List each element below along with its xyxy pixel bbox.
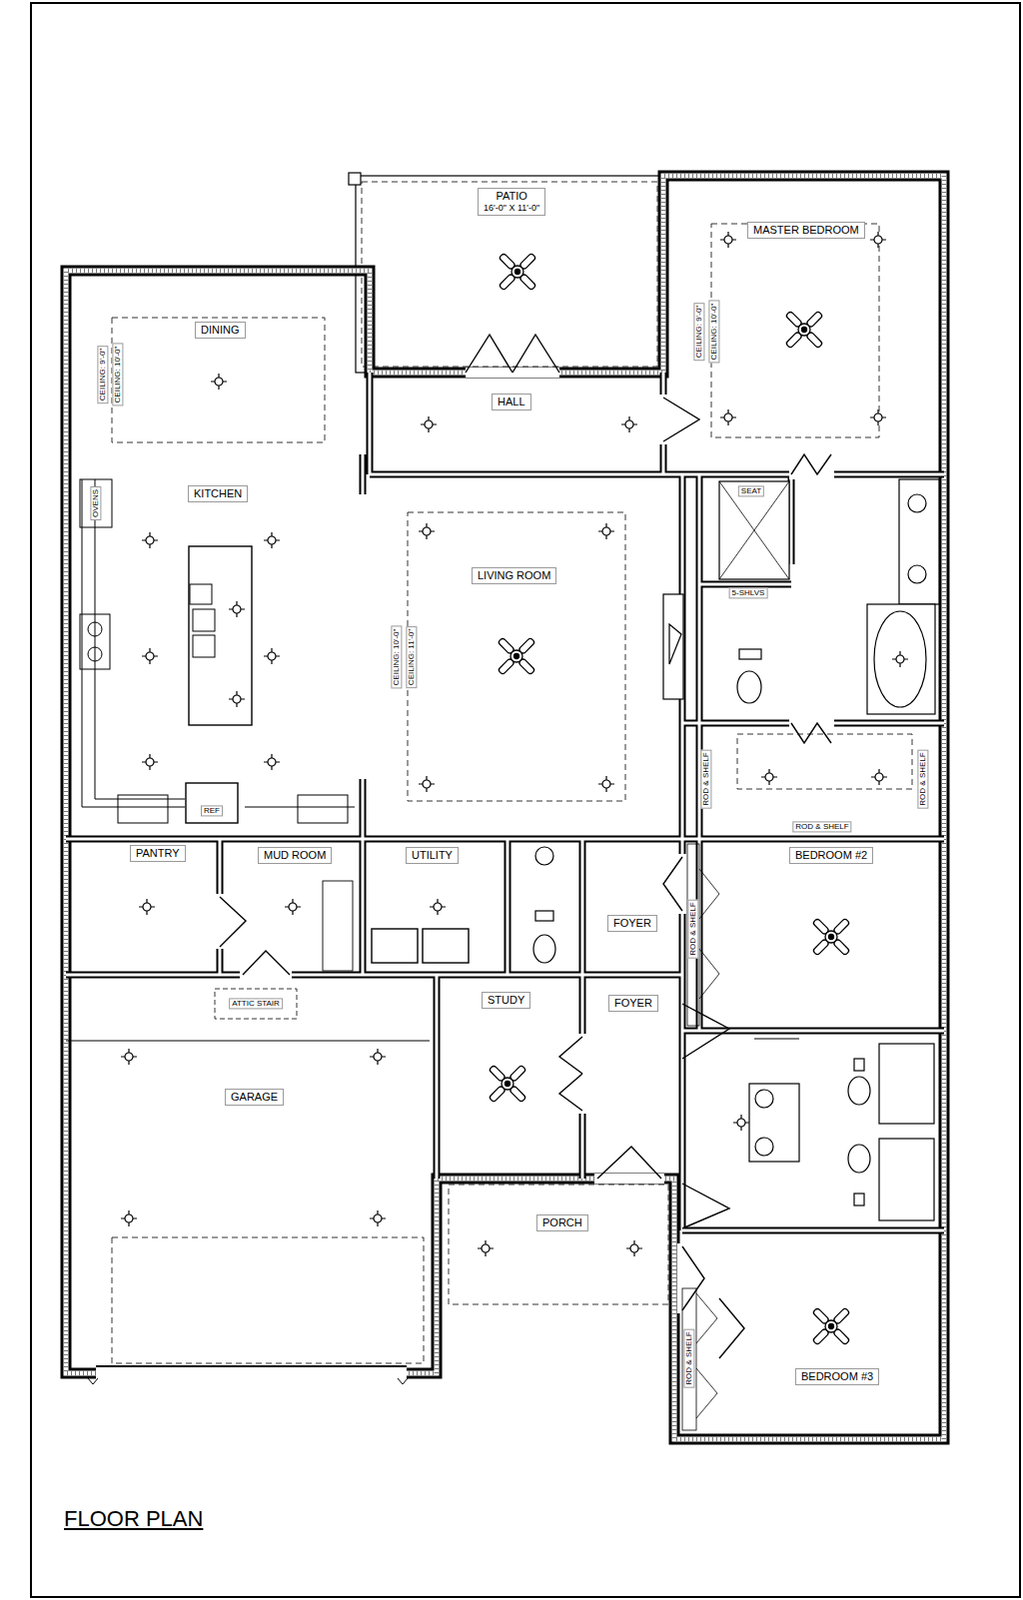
room-name: DINING (200, 323, 240, 337)
room-name: MASTER BEDROOM (753, 223, 860, 237)
room-label: PANTRY (129, 845, 186, 863)
room-label: STUDY (481, 992, 531, 1010)
appliance-label: REF (200, 805, 223, 817)
room-label: PATIO16'-0" X 11'-0" (477, 187, 546, 216)
room-label: KITCHEN (187, 485, 248, 503)
appliance-label: OVENS (89, 486, 101, 521)
drawing-title: FLOOR PLAN (63, 1506, 203, 1532)
closet-label: ROD & SHELF (917, 749, 929, 809)
room-name: FOYER (613, 917, 652, 931)
room-label: LIVING ROOM (471, 567, 557, 585)
ceiling-note: CEILING: 10'-0" (708, 300, 720, 364)
room-name: UTILITY (411, 849, 453, 863)
room-name: PORCH (542, 1216, 583, 1230)
room-label: HALL (491, 393, 532, 411)
room-label: PORCH (536, 1214, 589, 1232)
room-name: PANTRY (135, 847, 180, 861)
room-name: PATIO (483, 189, 540, 203)
room-label: FOYER (608, 995, 659, 1013)
room-label: UTILITY (405, 847, 459, 865)
room-name: BEDROOM #2 (795, 849, 868, 863)
closet-label: ROD & SHELF (700, 749, 712, 809)
room-label: BEDROOM #3 (795, 1368, 880, 1386)
room-label: MUD ROOM (257, 847, 332, 865)
closet-label: ROD & SHELF (683, 1328, 695, 1388)
room-label: BEDROOM #2 (789, 847, 874, 865)
room-label: DINING (194, 321, 246, 339)
ceiling-note: CEILING: 10'-0" (111, 343, 123, 407)
room-name: HALL (497, 395, 526, 409)
shelf-label: 5-SHLVS (729, 587, 769, 599)
ceiling-note: CEILING: 9'-0" (96, 345, 108, 404)
fixture-label: SEAT (738, 485, 765, 497)
room-name: BEDROOM #3 (801, 1370, 874, 1384)
room-name: STUDY (487, 994, 525, 1008)
room-label: MASTER BEDROOM (747, 221, 866, 239)
room-label: GARAGE (224, 1088, 284, 1106)
closet-label: ROD & SHELF (792, 821, 852, 833)
room-name: MUD ROOM (263, 849, 326, 863)
ceiling-note: CEILING: 10'-0" (390, 626, 402, 690)
room-name: GARAGE (230, 1090, 278, 1104)
closet-label: ROD & SHELF (687, 899, 699, 959)
ceiling-note: CEILING: 9'-0" (693, 302, 705, 361)
room-name: LIVING ROOM (477, 569, 551, 583)
room-label: FOYER (607, 915, 658, 933)
room-name: FOYER (614, 997, 653, 1011)
room-dimension: 16'-0" X 11'-0" (483, 202, 540, 214)
room-name: KITCHEN (193, 487, 242, 501)
stair-label: ATTIC STAIR (228, 998, 283, 1010)
ceiling-note: CEILING: 11'-0" (405, 626, 417, 689)
